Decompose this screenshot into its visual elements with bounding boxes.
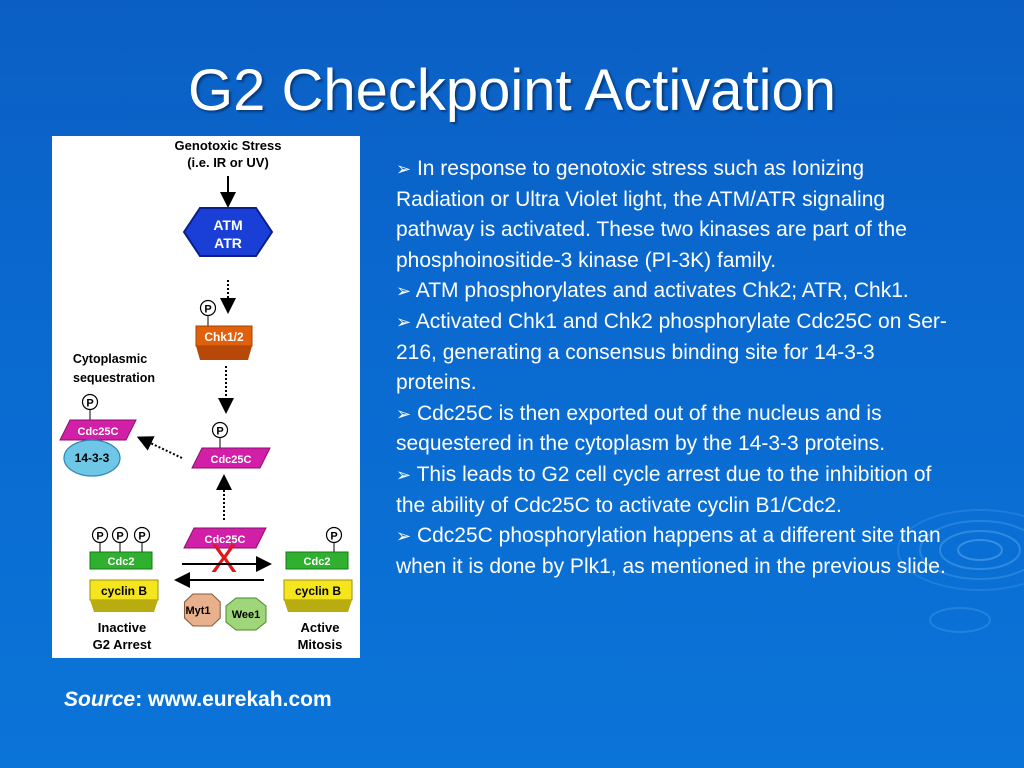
inactive-phospho-label-3: P bbox=[138, 531, 145, 543]
chk-phospho-label: P bbox=[204, 304, 211, 316]
slide-title: G2 Checkpoint Activation bbox=[187, 58, 837, 123]
mid-cdc25c-label: Cdc25C bbox=[211, 454, 252, 466]
inactive-cyclin-b-label: cyclin B bbox=[101, 584, 147, 598]
myt1-label: Myt1 bbox=[185, 605, 210, 617]
source-url: : www.eurekah.com bbox=[135, 688, 332, 711]
mitosis-label: Mitosis bbox=[298, 637, 343, 652]
protein-14-3-3-label: 14-3-3 bbox=[75, 451, 110, 465]
myt1-shape bbox=[183, 593, 221, 627]
chk-label: Chk1/2 bbox=[204, 330, 244, 344]
bullet-text: This leads to G2 cell cycle arrest due t… bbox=[396, 462, 932, 517]
bullet-arrow-icon: ➢ bbox=[396, 281, 412, 302]
ripple-decoration bbox=[897, 509, 1024, 633]
seq-phospho-badge bbox=[81, 393, 99, 411]
bullet-item: ➢ In response to genotoxic stress such a… bbox=[396, 154, 956, 276]
bullet-item: ➢ Cdc25C phosphorylation happens at a di… bbox=[396, 521, 956, 582]
bullet-item: ➢ Activated Chk1 and Chk2 phosphorylate … bbox=[396, 307, 956, 399]
atm-atr-hexagon bbox=[182, 207, 274, 257]
g2-checkpoint-diagram: Genotoxic Stress (i.e. IR or UV) ATM ATR… bbox=[52, 136, 360, 658]
g2-arrest-label: G2 Arrest bbox=[93, 637, 152, 652]
bullet-item: ➢ Cdc25C is then exported out of the nuc… bbox=[396, 399, 956, 460]
bullet-item: ➢ ATM phosphorylates and activates Chk2;… bbox=[396, 276, 956, 307]
mid-phospho-badge bbox=[211, 421, 229, 439]
seq-cdc25c-label: Cdc25C bbox=[78, 426, 119, 438]
wee1-label: Wee1 bbox=[232, 609, 261, 621]
bullet-item: ➢ This leads to G2 cell cycle arrest due… bbox=[396, 460, 956, 521]
source-citation: Source: www.eurekah.com bbox=[64, 688, 332, 712]
block-x-mark: X bbox=[211, 537, 238, 581]
inactive-complex-shadow bbox=[90, 600, 158, 612]
bullet-arrow-icon: ➢ bbox=[396, 526, 412, 547]
bullet-text: In response to genotoxic stress such as … bbox=[396, 157, 907, 272]
inactive-phospho-label-1: P bbox=[96, 531, 103, 543]
active-cdc2-box bbox=[285, 551, 349, 570]
sequestration-label: sequestration bbox=[73, 371, 155, 385]
atr-label: ATR bbox=[214, 235, 242, 251]
inactive-phospho-label-2: P bbox=[116, 531, 123, 543]
bullet-list: ➢ In response to genotoxic stress such a… bbox=[396, 154, 956, 582]
mid-cdc25c-box bbox=[191, 447, 271, 469]
source-label: Source bbox=[64, 688, 136, 711]
inactive-phospho-badge-2 bbox=[111, 526, 129, 544]
bottom-cdc25c-box bbox=[183, 527, 267, 549]
mid-phospho-label: P bbox=[216, 426, 223, 438]
wee1-shape bbox=[225, 597, 267, 631]
active-phospho-label: P bbox=[330, 531, 337, 543]
inactive-phospho-badge-1 bbox=[91, 526, 109, 544]
bullet-text: ATM phosphorylates and activates Chk2; A… bbox=[415, 279, 909, 303]
bullet-arrow-icon: ➢ bbox=[396, 159, 412, 179]
active-label: Active bbox=[300, 620, 339, 635]
bullet-arrow-icon: ➢ bbox=[396, 311, 412, 332]
active-cyclin-b-label: cyclin B bbox=[295, 584, 341, 598]
genotoxic-stress-label: Genotoxic Stress bbox=[175, 138, 282, 153]
bullet-arrow-icon: ➢ bbox=[396, 403, 412, 424]
sequestration-arrow bbox=[136, 436, 183, 459]
pathway-figure: Genotoxic Stress (i.e. IR or UV) ATM ATR… bbox=[59, 138, 353, 652]
bullet-text: Cdc25C phosphorylation happens at a diff… bbox=[396, 524, 946, 578]
bottom-cdc25c-label: Cdc25C bbox=[205, 534, 246, 546]
inactive-cdc2-label: Cdc2 bbox=[108, 556, 135, 568]
chk-phospho-badge bbox=[199, 299, 217, 317]
atm-label: ATM bbox=[213, 217, 242, 233]
active-phospho-badge bbox=[325, 526, 343, 544]
bullet-text: Activated Chk1 and Chk2 phosphorylate Cd… bbox=[396, 309, 947, 395]
seq-phospho-label: P bbox=[86, 398, 93, 410]
protein-14-3-3 bbox=[63, 439, 121, 477]
genotoxic-example-label: (i.e. IR or UV) bbox=[187, 155, 269, 170]
seq-cdc25c-box bbox=[59, 419, 137, 441]
chk-box-shadow bbox=[196, 346, 252, 360]
bullet-text: Cdc25C is then exported out of the nucle… bbox=[396, 401, 886, 456]
bullet-arrow-icon: ➢ bbox=[396, 464, 412, 485]
inactive-phospho-badge-3 bbox=[133, 526, 151, 544]
inactive-cdc2-box bbox=[89, 551, 153, 570]
active-complex-shadow bbox=[284, 600, 352, 612]
active-cdc2-label: Cdc2 bbox=[304, 556, 331, 568]
inactive-label: Inactive bbox=[98, 620, 146, 635]
cytoplasmic-label: Cytoplasmic bbox=[73, 352, 147, 366]
